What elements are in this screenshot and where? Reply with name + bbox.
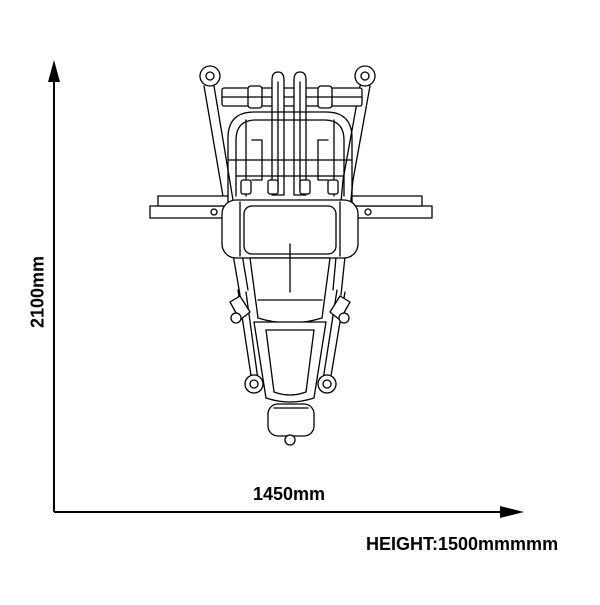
top-right-wheel	[354, 65, 376, 87]
width-arrow-head	[500, 506, 524, 518]
weight-horns	[149, 195, 433, 219]
side-handles	[229, 295, 351, 324]
width-dimension-label: 1450mm	[253, 484, 326, 504]
seat-pad	[267, 403, 315, 446]
guide-rods	[271, 71, 307, 196]
back-pad	[221, 199, 359, 259]
lower-frame	[253, 321, 327, 403]
depth-dimension-label: 2100mm	[27, 255, 48, 329]
dimension-axes	[48, 60, 524, 518]
bottom-right-wheel	[317, 374, 337, 394]
top-left-wheel	[199, 65, 221, 87]
carriage-frame	[227, 111, 353, 197]
bottom-left-wheel	[244, 374, 264, 394]
depth-arrow-head	[48, 60, 60, 82]
carriage-bolts	[240, 179, 339, 195]
height-dimension-label: HEIGHT:1500mmmmm	[366, 534, 559, 554]
top-crossbar	[221, 85, 363, 109]
